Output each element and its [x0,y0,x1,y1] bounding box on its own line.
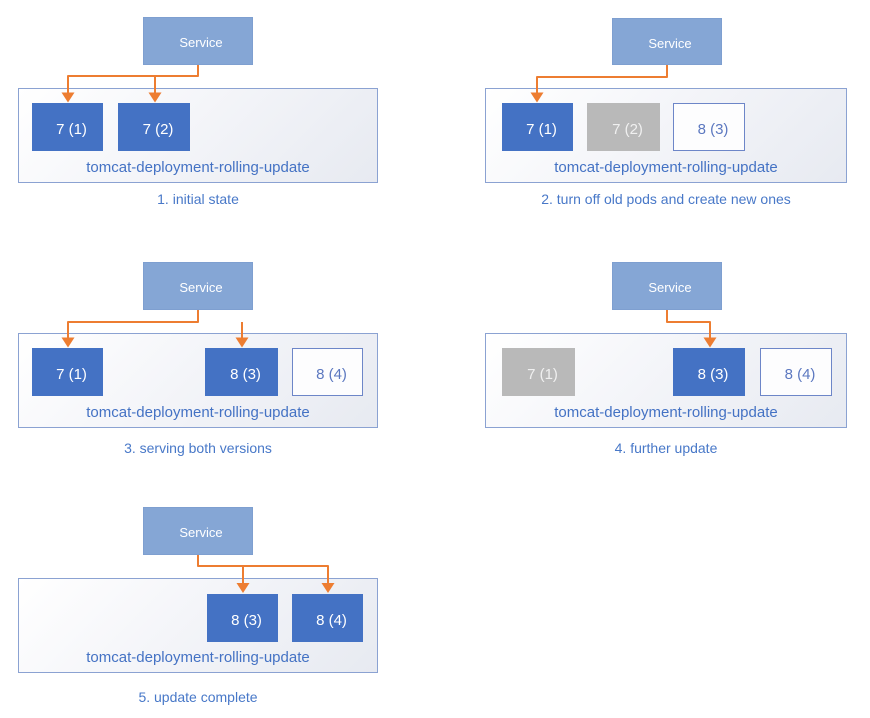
panel-serving-both-versions: Service 7 (1) 8 (3) 8 (4) tomcat-deploym… [0,240,435,485]
pod-box: 7 (2) [118,103,190,151]
panel-further-update: Service 7 (1) 8 (3) 8 (4) tomcat-deploym… [435,240,870,485]
service-box: Service [143,17,253,65]
pod-box: 8 (3) [205,348,278,396]
pod-box: 7 (1) [32,103,103,151]
deployment-label: tomcat-deployment-rolling-update [554,159,778,176]
pod-box: 8 (4) [760,348,832,396]
pod-box: 7 (1) [502,103,573,151]
panel-caption: 1. initial state [157,191,239,207]
panel-turn-off-old-pods: Service 7 (1) 7 (2) 8 (3) tomcat-deploym… [435,0,870,240]
panel-caption: 3. serving both versions [124,440,272,456]
pod-box: 8 (4) [292,348,363,396]
service-box: Service [612,18,722,65]
deployment-label: tomcat-deployment-rolling-update [86,649,310,666]
pod-box: 8 (3) [673,103,745,151]
pod-box: 8 (4) [292,594,363,642]
panel-initial-state: Service 7 (1) 7 (2) tomcat-deployment-ro… [0,0,435,240]
deployment-label: tomcat-deployment-rolling-update [554,404,778,421]
pod-box: 7 (1) [32,348,103,396]
panel-caption: 5. update complete [138,689,258,705]
pod-box: 8 (3) [673,348,745,396]
panel-update-complete: Service 8 (3) 8 (4) tomcat-deployment-ro… [0,480,435,718]
deployment-label: tomcat-deployment-rolling-update [86,404,310,421]
panel-caption: 4. further update [614,440,718,456]
service-box: Service [143,262,253,310]
panel-caption: 2. turn off old pods and create new ones [541,191,791,207]
service-box: Service [143,507,253,555]
deployment-label: tomcat-deployment-rolling-update [86,159,310,176]
pod-box: 7 (1) [502,348,575,396]
pod-box: 7 (2) [587,103,660,151]
service-box: Service [612,262,722,310]
pod-box: 8 (3) [207,594,278,642]
